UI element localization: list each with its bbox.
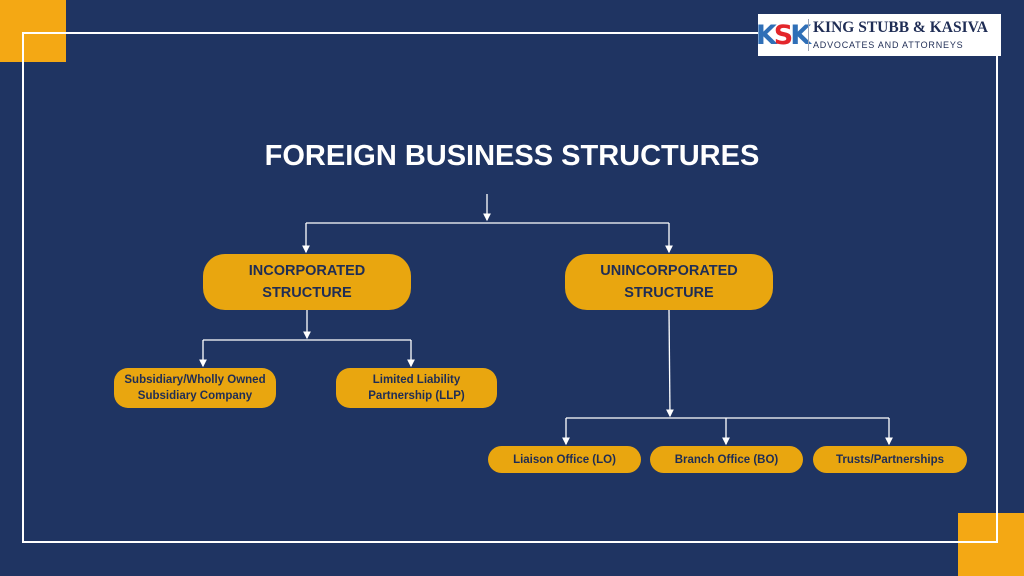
content-frame bbox=[22, 32, 998, 543]
node-incorporated-structure: INCORPORATED STRUCTURE bbox=[203, 254, 411, 310]
logo-company-name: KING STUBB & KASIVA bbox=[813, 19, 988, 37]
node-trusts-partnerships: Trusts/Partnerships bbox=[813, 446, 967, 473]
node-subsidiary-company: Subsidiary/Wholly Owned Subsidiary Compa… bbox=[114, 368, 276, 408]
node-unincorporated-structure: UNINCORPORATED STRUCTURE bbox=[565, 254, 773, 310]
logo-divider bbox=[808, 19, 809, 51]
unincorporated-stem bbox=[666, 309, 674, 418]
logo-tagline: ADVOCATES AND ATTORNEYS bbox=[813, 39, 964, 50]
node-branch-office: Branch Office (BO) bbox=[650, 446, 803, 473]
corner-accent-top-left bbox=[0, 0, 66, 62]
node-liaison-office: Liaison Office (LO) bbox=[488, 446, 641, 473]
corner-accent-bottom-right bbox=[958, 513, 1024, 576]
diagram-title: FOREIGN BUSINESS STRUCTURES bbox=[264, 140, 760, 172]
node-limited-liability-partnership: Limited Liability Partnership (LLP) bbox=[336, 368, 497, 408]
logo-text: KING STUBB & KASIVA ADVOCATES AND ATTORN… bbox=[813, 20, 988, 50]
